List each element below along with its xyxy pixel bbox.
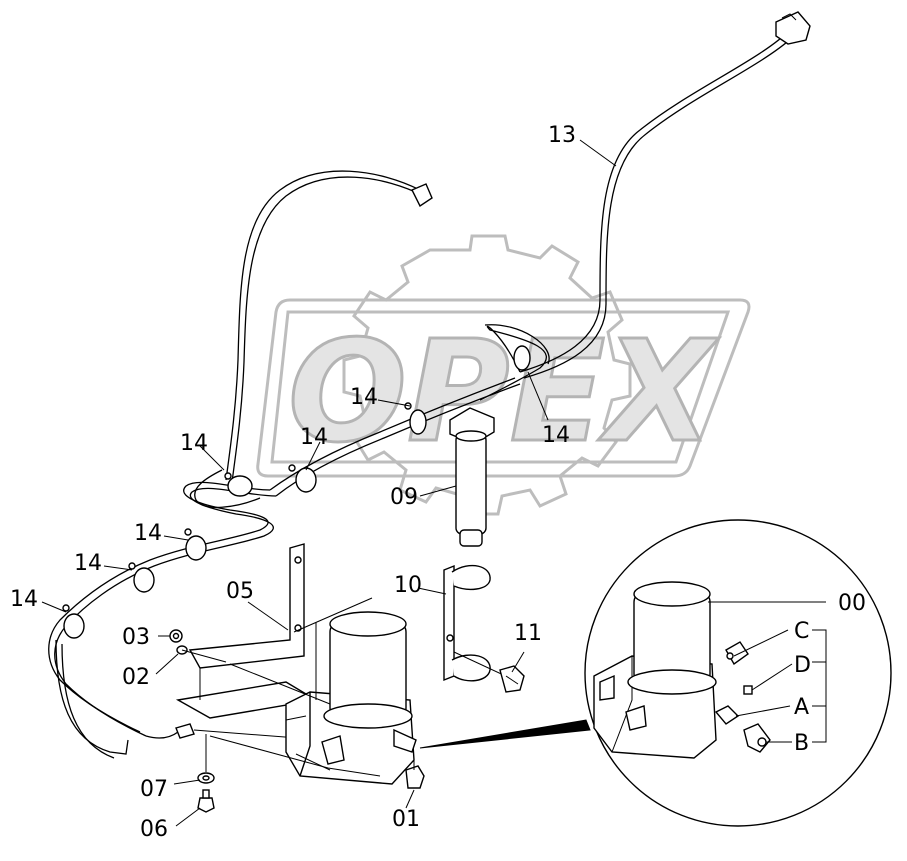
fasteners-02-03 xyxy=(169,629,227,663)
watermark-text: OPEX xyxy=(288,311,719,474)
detail-pointer xyxy=(419,719,591,749)
callout-14: 14 xyxy=(300,425,328,450)
callout-09: 09 xyxy=(390,485,418,510)
callout-c: C xyxy=(794,619,809,644)
callout-10: 10 xyxy=(394,573,422,598)
watermark-logo: OPEX xyxy=(256,234,751,516)
callout-14: 14 xyxy=(542,423,570,448)
watermark-gear xyxy=(342,234,632,516)
callout-06: 06 xyxy=(140,817,168,842)
plug-d xyxy=(743,685,753,695)
callout-02: 02 xyxy=(122,665,150,690)
callout-14: 14 xyxy=(10,587,38,612)
clamp-icon xyxy=(185,535,207,561)
callout-13: 13 xyxy=(548,123,576,148)
callout-07: 07 xyxy=(140,777,168,802)
fitting-b xyxy=(743,723,771,753)
callout-b: B xyxy=(794,731,809,756)
assembly-lines xyxy=(229,597,373,705)
callout-14: 14 xyxy=(134,521,162,546)
callout-11: 11 xyxy=(514,621,542,646)
callout-d: D xyxy=(794,653,811,678)
callout-03: 03 xyxy=(122,625,150,650)
clamp-icon xyxy=(513,345,531,371)
clamp-icon xyxy=(63,613,85,639)
hose-fitting-upper xyxy=(411,183,433,208)
callout-labels: 13 14 14 14 14 14 14 14 09 10 05 03 02 1… xyxy=(10,123,866,842)
fasteners-06-07 xyxy=(197,734,215,813)
cable-connector-icon xyxy=(775,11,811,45)
clamp-icon xyxy=(295,467,317,493)
hose-end-fitting xyxy=(175,723,195,739)
bolt-icon xyxy=(197,797,215,813)
clamp-icon xyxy=(227,475,253,497)
clamp-icon xyxy=(133,567,155,593)
cable-assembly-13 xyxy=(519,11,811,379)
callout-14: 14 xyxy=(350,385,378,410)
callout-14: 14 xyxy=(180,431,208,456)
callout-14: 14 xyxy=(74,551,102,576)
bracket-10 xyxy=(443,564,491,682)
lubrication-pump-unit xyxy=(209,611,417,785)
watermark-plate-outer xyxy=(256,298,751,478)
callout-01: 01 xyxy=(392,807,420,832)
hose-upper-left xyxy=(225,170,433,483)
filter-cartridge-09 xyxy=(449,407,495,547)
detail-view xyxy=(584,519,892,827)
fitting-a xyxy=(714,705,740,725)
bolt-01 xyxy=(405,760,425,789)
clamp-icon xyxy=(409,409,427,435)
callout-a: A xyxy=(794,695,809,720)
leader-lines xyxy=(41,139,617,827)
callout-05: 05 xyxy=(226,579,254,604)
callout-00: 00 xyxy=(838,591,866,616)
clamps-14 xyxy=(62,345,531,639)
bolt-11 xyxy=(453,651,525,693)
